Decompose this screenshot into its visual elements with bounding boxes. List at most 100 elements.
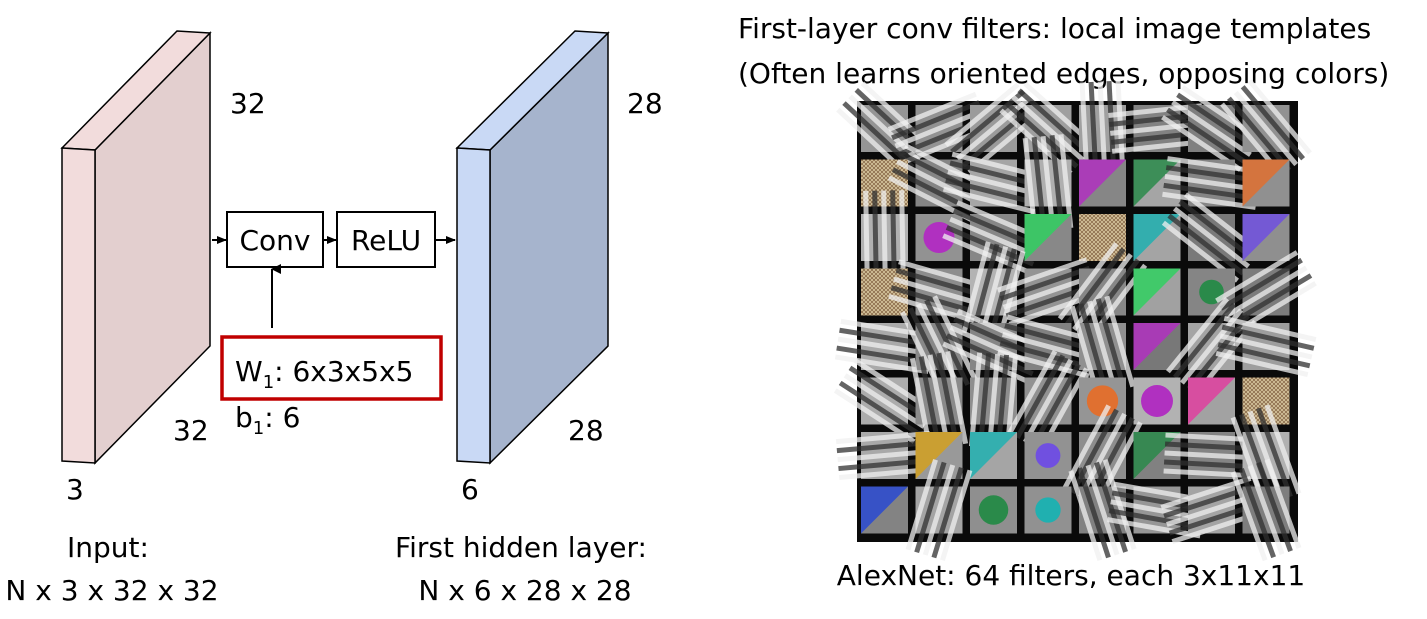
filter-stripe [1217, 342, 1311, 369]
filter-stripe [1160, 475, 1252, 510]
filter-tile [1163, 432, 1260, 479]
filter-stripe [1171, 100, 1252, 157]
filter-stripe [1167, 156, 1261, 175]
filter-stripe [1022, 137, 1038, 232]
filter-stripe [967, 110, 1043, 175]
filter-tile [1188, 377, 1235, 425]
filter-stripe [970, 243, 1000, 336]
filter-stripe [1108, 508, 1203, 530]
filter-stripe [961, 103, 1037, 168]
hidden-volume-front [456, 147, 491, 464]
filter-stripe [1161, 115, 1242, 172]
filter-stripe [888, 293, 980, 325]
filter-blob [1035, 497, 1061, 523]
filter-blob [978, 495, 1009, 525]
filter-stripe [995, 354, 1010, 449]
input-depth-label: 3 [66, 473, 84, 506]
filter-tile [1069, 295, 1136, 398]
filter-stripe [1163, 182, 1258, 201]
filter-stripe [1164, 441, 1260, 452]
filter-stripe [834, 354, 929, 375]
filter-stripe [1178, 199, 1256, 262]
filter-stripe [863, 190, 870, 285]
filter-stripe [1094, 461, 1128, 553]
filter-tile [1079, 159, 1126, 207]
filter-stripe [1004, 323, 1097, 353]
filter-tile [968, 352, 1019, 450]
filter-stripe [1049, 135, 1065, 230]
filter-tile [1107, 481, 1207, 539]
filter-stripe [837, 448, 932, 463]
filter-tile [833, 358, 936, 444]
filter-stripe [881, 190, 888, 285]
filter-tile [997, 314, 1099, 379]
filter-stripe [1085, 464, 1120, 556]
filter-stripe [1001, 331, 1095, 362]
filter-tile [942, 151, 1045, 215]
filter-stripe [986, 353, 1001, 449]
filter-tile [909, 350, 969, 452]
hidden-height-label: 28 [627, 87, 663, 120]
filter-stripe [1072, 252, 1133, 332]
bias-label: b1: 6 [235, 401, 300, 439]
filter-stripe [1247, 79, 1312, 155]
input-volume-front [61, 147, 96, 464]
filter-stripe [1172, 206, 1251, 269]
filter-stripe [951, 151, 1045, 180]
filter-stripe [1058, 134, 1074, 229]
filter-color-half [1133, 268, 1181, 316]
filter-stripe [1164, 450, 1259, 461]
filter-stripe [955, 96, 1032, 161]
filter-tile [1007, 349, 1089, 453]
filter-stripe [1004, 355, 1019, 450]
filters-title-line2: (Often learns oriented edges, opposing c… [738, 57, 1389, 90]
filter-stripe [891, 167, 978, 215]
filter-stripe [949, 160, 1042, 189]
filter-tile [861, 190, 908, 285]
filter-stripe [1172, 302, 1237, 379]
filter-stripe [1104, 295, 1136, 388]
filter-stripe [1226, 96, 1292, 172]
filter-stripe [944, 82, 1020, 147]
filter-blob [1035, 443, 1061, 468]
filter-stripe [952, 208, 1042, 250]
filter-tile [1162, 156, 1261, 210]
filter-stripe [1247, 464, 1285, 556]
filter-tile [1022, 134, 1074, 232]
filter-tile [1242, 214, 1290, 261]
filter-tile [944, 82, 1043, 175]
filter-stripe [1057, 242, 1119, 321]
filter-color-half [1024, 214, 1072, 261]
filter-tile [1215, 315, 1317, 378]
filter-stripe [996, 257, 1088, 293]
filter-tile [861, 486, 908, 534]
filter-color-half [970, 432, 1017, 479]
input-caption-line1: Input: [67, 531, 149, 564]
filter-tile [861, 268, 908, 316]
filter-stripe [1256, 407, 1293, 498]
filter-stripe [842, 101, 915, 169]
filter-stripe [836, 345, 930, 366]
filters-title-line1: First-layer conv filters: local image te… [738, 12, 1371, 45]
filter-stripe [1015, 354, 1066, 439]
filter-stripe [1224, 265, 1308, 319]
filter-color-half [1242, 214, 1290, 261]
filter-stripe [1233, 281, 1317, 334]
filter-stripe [1233, 90, 1299, 167]
filter-stripe [839, 466, 934, 481]
filter-stripe [1219, 257, 1303, 311]
filter-stripe [924, 299, 970, 386]
filter-stripe [1030, 363, 1081, 448]
hidden-depth-label: 6 [461, 473, 479, 506]
filter-stripe [1219, 333, 1313, 360]
relu-label: ReLU [351, 224, 421, 257]
filter-stripe [999, 265, 1091, 302]
filter-stripe [1229, 273, 1313, 327]
filter-tile [970, 432, 1017, 479]
hidden-caption-line2: N x 6 x 28 x 28 [418, 574, 631, 607]
filter-stripe [891, 100, 981, 141]
filter-stripe [1168, 501, 1260, 536]
filter-stripe [968, 352, 983, 447]
filter-stripe [905, 459, 938, 551]
